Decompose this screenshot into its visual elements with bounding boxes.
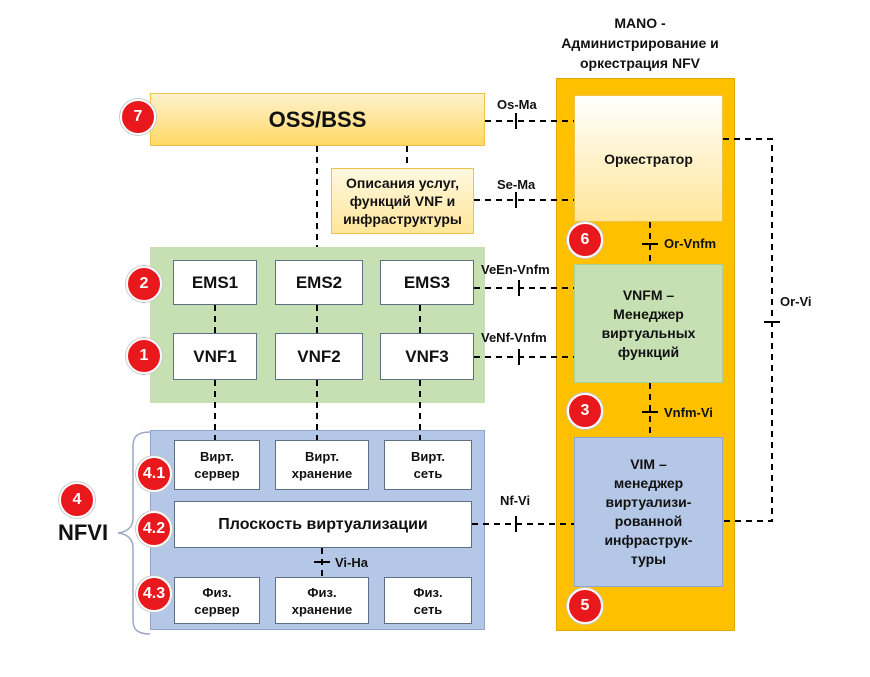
vnf3-box: VNF3 (380, 333, 474, 380)
or-vnfm-label: Or-Vnfm (664, 236, 716, 251)
virt-network-box: Вирт. сеть (384, 440, 472, 490)
virtualization-layer-box: Плоскость виртуализации (174, 501, 472, 548)
nf-vi-label: Nf-Vi (500, 493, 531, 508)
service-descriptions-box: Описания услуг, функций VNF и инфраструк… (331, 168, 474, 234)
os-ma-label: Os-Ma (497, 97, 537, 112)
vi-ha-label: Vi-Ha (335, 555, 368, 570)
badge-1: 1 (126, 338, 162, 374)
oss-bss-box: OSS/BSS (150, 93, 485, 146)
badge-7: 7 (120, 99, 156, 135)
vnfm-vi-label: Vnfm-Vi (664, 405, 713, 420)
ems1-box: EMS1 (173, 260, 257, 305)
vnf2-box: VNF2 (275, 333, 363, 380)
phys-network-box: Физ. сеть (384, 577, 472, 624)
nfvi-label: NFVI (57, 520, 109, 545)
badge-4-1: 4.1 (136, 456, 172, 492)
virt-storage-box: Вирт. хранение (275, 440, 369, 490)
badge-4-3: 4.3 (136, 576, 172, 612)
veen-vnfm-label: VeEn-Vnfm (481, 262, 550, 277)
venf-vnfm-label: VeNf-Vnfm (481, 330, 547, 345)
badge-3: 3 (567, 393, 603, 429)
or-vi-label: Or-Vi (780, 294, 812, 309)
orchestrator-box: Оркестратор (574, 95, 723, 222)
badge-6: 6 (567, 222, 603, 258)
ems2-box: EMS2 (275, 260, 363, 305)
badge-4-2: 4.2 (136, 511, 172, 547)
ems3-box: EMS3 (380, 260, 474, 305)
phys-storage-box: Физ. хранение (275, 577, 369, 624)
badge-5: 5 (567, 588, 603, 624)
vim-box: VIM – менеджер виртуализи- рованной инфр… (574, 437, 723, 587)
virt-server-box: Вирт. сервер (174, 440, 260, 490)
phys-server-box: Физ. сервер (174, 577, 260, 624)
vnfm-box: VNFM – Менеджер виртуальных функций (574, 264, 723, 383)
badge-4: 4 (59, 482, 95, 518)
vnf1-box: VNF1 (173, 333, 257, 380)
se-ma-label: Se-Ma (497, 177, 536, 192)
mano-title: MANO - Администрирование и оркестрация N… (561, 15, 719, 71)
badge-2: 2 (126, 266, 162, 302)
